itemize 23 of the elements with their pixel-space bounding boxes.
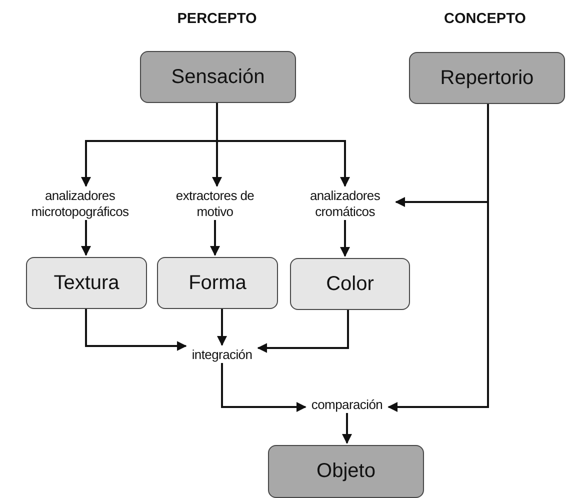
arrow xyxy=(388,104,489,412)
arrow xyxy=(340,220,350,257)
process-box: Sensación xyxy=(140,51,296,103)
arrow xyxy=(85,309,187,351)
arrow xyxy=(210,220,220,256)
process-box: Forma xyxy=(157,257,278,309)
column-heading: PERCEPTO xyxy=(177,11,257,27)
arrow xyxy=(216,103,350,187)
process-box: Color xyxy=(290,258,410,310)
flow-text: extractores de motivo xyxy=(175,188,255,220)
process-box: Objeto xyxy=(268,445,424,498)
arrow xyxy=(221,363,306,412)
flow-text: comparación xyxy=(311,397,383,413)
arrow xyxy=(257,310,349,353)
flow-text: analizadores microtopográficos xyxy=(19,188,141,220)
arrow xyxy=(342,413,352,444)
process-box: Repertorio xyxy=(409,52,565,104)
flow-text: integración xyxy=(192,347,252,363)
flow-text: analizadores cromáticos xyxy=(300,188,390,220)
arrow xyxy=(81,220,91,256)
process-box: Textura xyxy=(26,257,147,309)
arrow xyxy=(217,309,227,346)
column-heading: CONCEPTO xyxy=(444,11,526,27)
